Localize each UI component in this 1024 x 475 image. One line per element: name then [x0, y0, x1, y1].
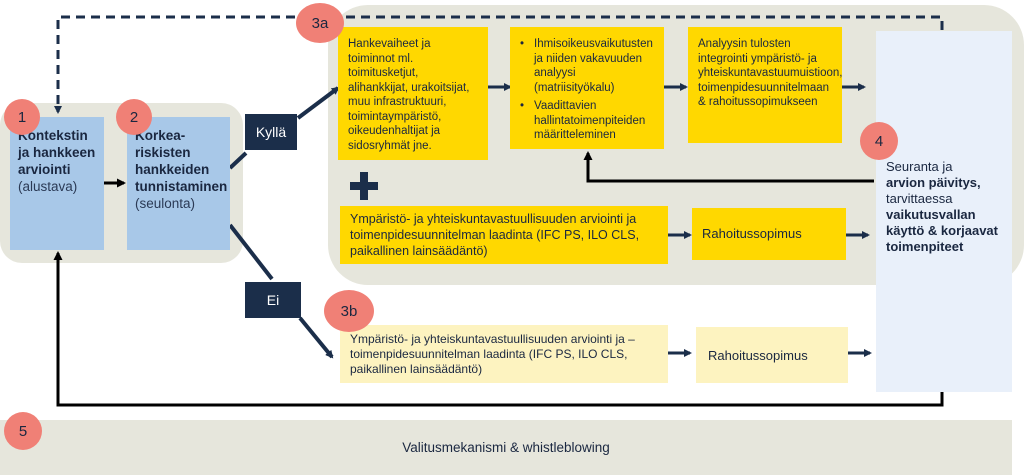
- screening-box-note: (seulonta): [135, 196, 196, 211]
- box-3b-esg-assessment: Ympäristö- ja yhteiskuntavastuullisuuden…: [340, 325, 668, 383]
- plus-icon: [350, 172, 378, 200]
- bullet-impact-analysis: Ihmisoikeusvaikutusten ja niiden vakavuu…: [520, 37, 654, 95]
- bullet-management-measures: Vaadittavien hallintatoimenpiteiden määr…: [520, 99, 654, 143]
- return-arrow-4-to-3a: [583, 151, 874, 183]
- monitoring-line-3: tarvittaessa: [886, 191, 953, 206]
- monitoring-line-1: Seuranta ja: [886, 159, 953, 174]
- box-3a-integration: Analyysin tulosten integrointi ympäristö…: [688, 27, 842, 143]
- step-badge-1: 1: [4, 99, 40, 135]
- arrow-yes-branch-a: [228, 151, 248, 170]
- monitoring-box: Seuranta ja arvion päivitys, tarvittaess…: [876, 31, 1012, 392]
- arrow-yes-branch-b: [296, 86, 340, 120]
- context-box-note: (alustava): [18, 179, 78, 194]
- step-badge-2: 2: [116, 99, 152, 135]
- dashed-feedback-arrow: [54, 15, 944, 114]
- arrow-no-branch-a: [228, 223, 274, 281]
- box-3a-impact-analysis: Ihmisoikeusvaikutusten ja niiden vakavuu…: [510, 27, 664, 149]
- phase-5-panel: [0, 420, 1012, 475]
- step-badge-3b: 3b: [324, 290, 374, 332]
- box-3b-financing-agreement: Rahoitussopimus: [696, 327, 848, 383]
- box-3a-financing-agreement: Rahoitussopimus: [692, 208, 846, 260]
- step-badge-5: 5: [4, 412, 42, 450]
- monitoring-line-4: vaikutusvallan käyttö & korjaavat toimen…: [886, 207, 998, 254]
- step-badge-4: 4: [860, 122, 898, 160]
- screening-box: Korkea-riskisten hankkeiden tunnistamine…: [127, 117, 230, 250]
- box-3a-project-phases: Hankevaiheet ja toiminnot ml. toimituske…: [338, 27, 488, 160]
- context-box-title: Kontekstin ja hankkeen arviointi: [18, 128, 96, 177]
- arrow-no-branch-b: [298, 316, 334, 359]
- step-badge-3a: 3a: [296, 3, 344, 43]
- context-assessment-box: Kontekstin ja hankkeen arviointi (alusta…: [10, 117, 104, 250]
- no-label: Ei: [245, 282, 301, 318]
- screening-box-title: Korkea-riskisten hankkeiden tunnistamine…: [135, 128, 228, 194]
- bottom-feedback-arrow: [53, 251, 944, 407]
- monitoring-line-2: arvion päivitys,: [886, 175, 981, 190]
- yes-label: Kyllä: [245, 114, 297, 150]
- box-3a-esg-assessment: Ympäristö- ja yhteiskuntavastuullisuuden…: [340, 206, 668, 264]
- grievance-mechanism-label: Valitusmekanismi & whistleblowing: [402, 440, 610, 455]
